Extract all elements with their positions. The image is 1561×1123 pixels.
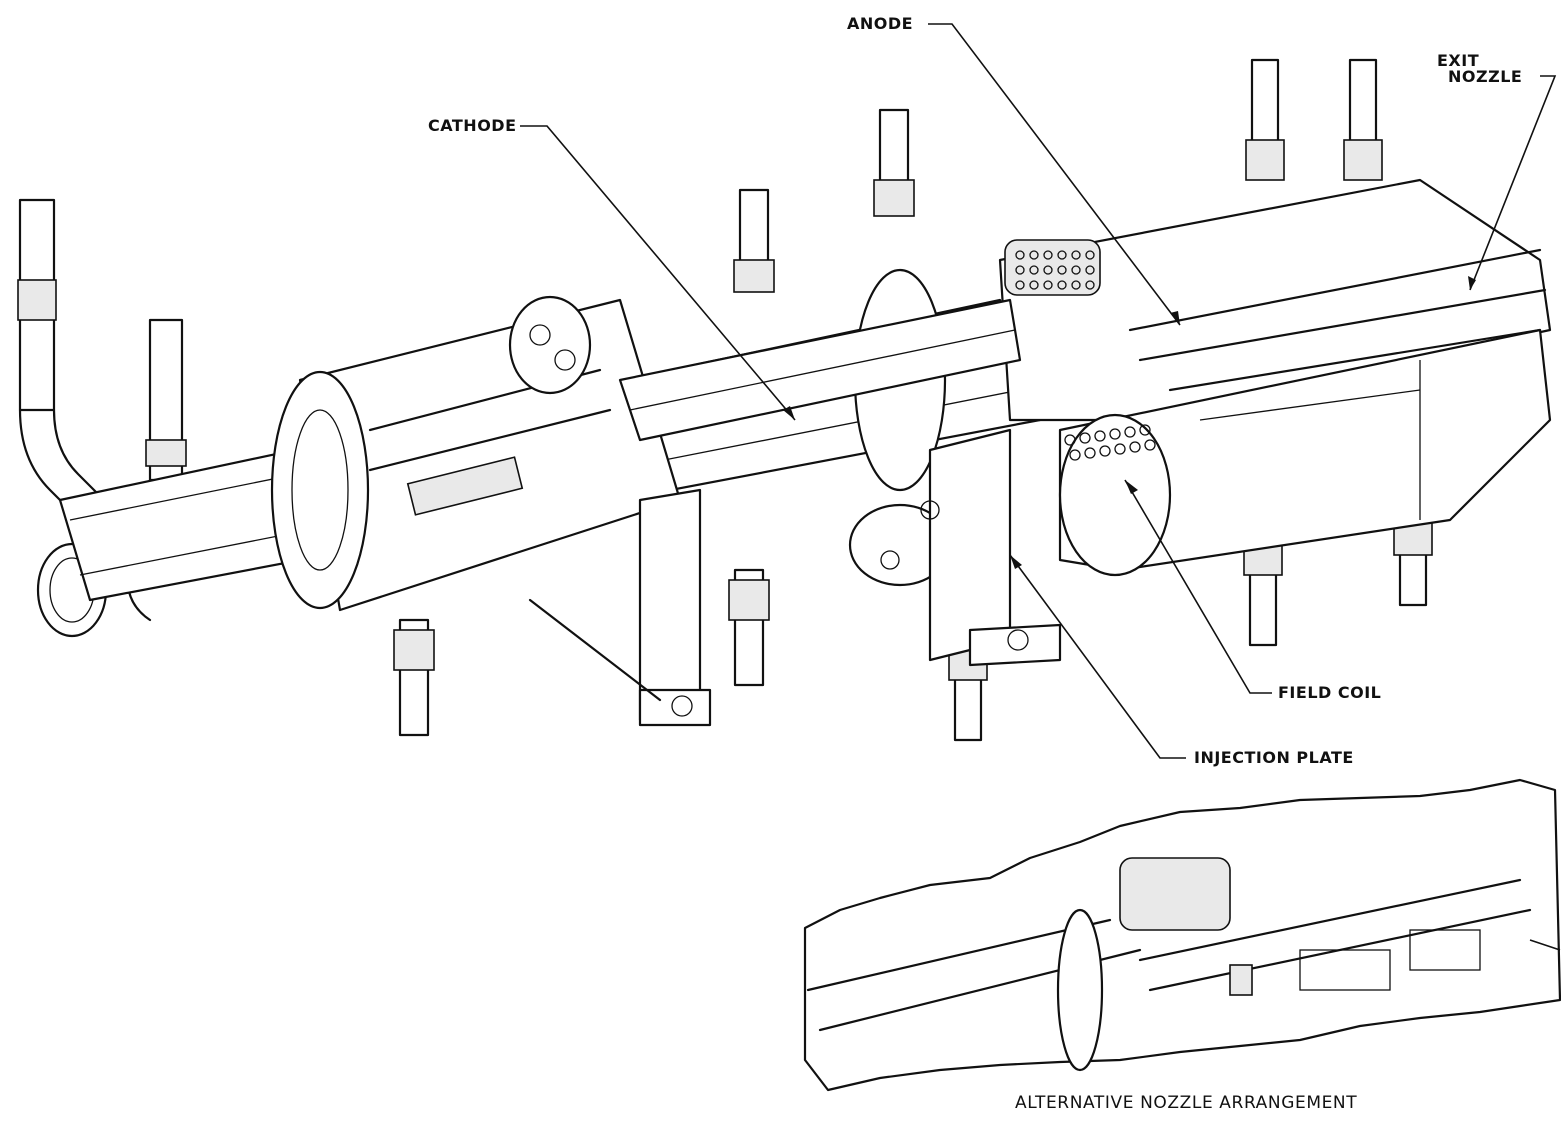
exit-nozzle-label-line1: EXIT [1437,51,1480,70]
anode-section [998,178,1552,422]
field-coil-cylinder [1058,328,1552,577]
left-support-stand [528,488,712,727]
cathode-housing [270,295,682,612]
inset-caption: ALTERNATIVE NOZZLE ARRANGEMENT [1015,1093,1358,1113]
anode-label: ANODE [847,14,914,33]
exit-nozzle-label-line2: NOZZLE [1448,67,1523,86]
nozzle-inset [803,778,1561,1092]
cathode-label: CATHODE [428,116,517,135]
field-coil-label: FIELD COIL [1278,683,1382,702]
inlet-elbow [17,198,187,638]
injection-plate-label: INJECTION PLATE [1194,748,1354,767]
leader-lines [520,23,1557,759]
coolant-risers [733,58,1383,293]
main-assembly [17,58,1552,742]
cathode-rod [618,298,1022,442]
